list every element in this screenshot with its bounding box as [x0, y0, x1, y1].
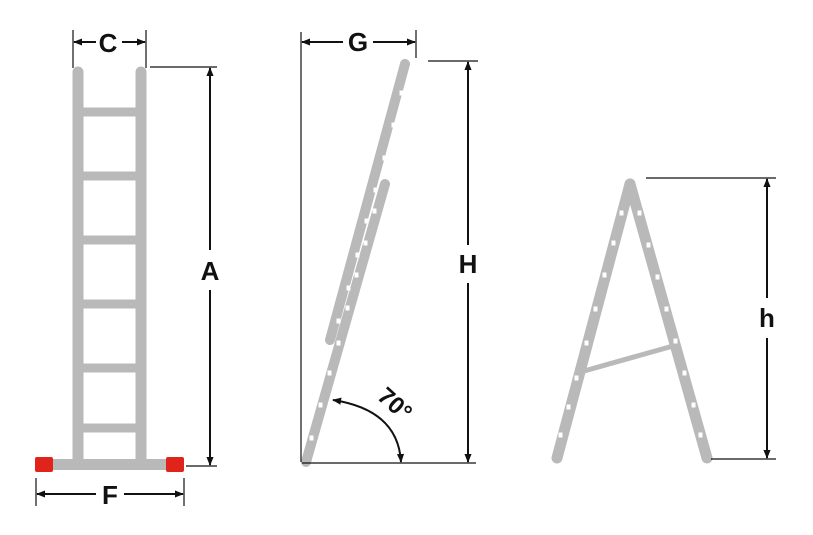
lower-section	[301, 179, 390, 467]
dimension-label-a: A	[201, 256, 220, 286]
left-leg	[551, 178, 636, 464]
rung-slots	[558, 210, 703, 438]
dimension-label-h-upper: H	[459, 249, 478, 279]
angle-label: 70°	[372, 382, 417, 426]
stabilizer-bar	[36, 459, 184, 470]
right-foot-cap	[166, 457, 184, 472]
rungs	[78, 107, 141, 433]
dimension-h-upper: H	[428, 60, 478, 463]
left-foot-cap	[35, 457, 53, 472]
dimension-label-h-lower: h	[759, 303, 775, 333]
straight-ladder	[35, 66, 184, 472]
dimension-label-f: F	[102, 480, 118, 510]
spreader-bar	[576, 343, 674, 376]
a-frame-ladder	[551, 178, 713, 464]
dimension-a: A	[150, 66, 220, 467]
upper-section	[325, 59, 410, 345]
dimension-label-g: G	[348, 27, 368, 57]
leaning-ladder	[301, 59, 410, 467]
angle-indicator: 70°	[332, 382, 417, 463]
dimension-h-lower: h	[646, 177, 776, 460]
dimension-c: C	[72, 28, 147, 68]
angle-arc	[332, 397, 405, 463]
dimension-g: G	[301, 27, 417, 58]
dimension-f: F	[35, 478, 185, 510]
dimension-label-c: C	[99, 28, 118, 58]
right-leg	[624, 178, 713, 464]
rung-slots	[309, 90, 404, 441]
